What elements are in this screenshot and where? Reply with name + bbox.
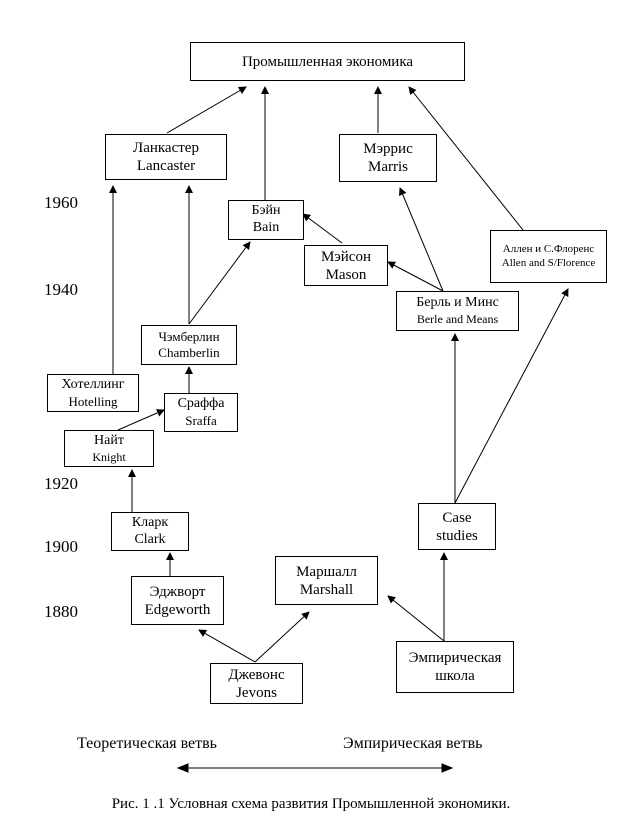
node-allen-florence: Аллен и С.Флоренс Allen and S/Florence (490, 230, 607, 283)
node-sraffa-en: Sraffa (185, 413, 217, 429)
node-knight-ru: Найт (94, 432, 124, 448)
year-label-1940: 1940 (44, 280, 78, 299)
arrow-jevons-marshall (254, 611, 310, 663)
figure-caption: Рис. 1 .1 Условная схема развития Промыш… (111, 796, 511, 812)
node-lancaster-ru: Ланкастер (133, 140, 199, 156)
node-lancaster-en: Lancaster (136, 158, 196, 174)
node-bain-en: Bain (252, 220, 280, 235)
node-mason: Мэйсон Mason (304, 245, 388, 286)
node-sraffa-ru: Сраффа (177, 396, 225, 412)
branch-label-empirical: Эмпирическая ветвь (343, 735, 483, 752)
arrow-berle-marris (399, 187, 444, 292)
node-lancaster: Ланкастер Lancaster (105, 134, 227, 180)
node-berle-means: Берль и Минс Berle and Means (396, 291, 519, 331)
node-marris-ru: Мэррис (363, 141, 413, 157)
node-marshall: Маршалл Marshall (275, 556, 378, 605)
year-label-1920: 1920 (44, 474, 78, 493)
node-mason-ru: Мэйсон (321, 248, 371, 265)
node-marris: Мэррис Marris (339, 134, 437, 182)
node-edgeworth-ru: Эджворт (149, 583, 206, 600)
node-berle-ru: Берль и Минс (416, 295, 499, 311)
branch-label-theoretical: Теоретическая ветвь (77, 735, 217, 752)
node-hotelling-en: Hotelling (68, 393, 118, 409)
arrow-chamberlin-bain (188, 241, 251, 325)
node-chamberlin-en: Chamberlin (158, 345, 220, 360)
node-bain-ru: Бэйн (251, 203, 281, 219)
year-label-1900: 1900 (44, 537, 78, 556)
arrow-mason-bain (302, 213, 343, 244)
node-marshall-ru: Маршалл (296, 563, 357, 580)
node-marshall-en: Marshall (299, 581, 354, 598)
node-hotelling-ru: Хотеллинг (61, 376, 125, 392)
node-jevons-en: Jevons (236, 684, 277, 701)
node-clark: Кларк Clark (111, 512, 189, 551)
node-industrial-economics: Промышленная экономика (190, 42, 465, 81)
node-case-line2: studies (436, 527, 478, 544)
node-knight: Найт Knight (64, 430, 154, 467)
year-label-1960: 1960 (44, 193, 78, 212)
branch-arrowhead-right (441, 763, 454, 773)
node-edgeworth-en: Edgeworth (144, 601, 211, 618)
node-edgeworth: Эджворт Edgeworth (131, 576, 224, 625)
node-case-line1: Case (442, 509, 472, 526)
arrow-berle-mason (387, 261, 444, 292)
node-allen-en: Allen and S/Florence (501, 256, 596, 269)
arrow-lancaster-top (166, 86, 247, 134)
arrow-empirical-marshall (387, 595, 445, 642)
node-empirical-ru-1: Эмпирическая (408, 650, 502, 666)
node-clark-ru: Кларк (131, 514, 169, 530)
node-chamberlin-ru: Чэмберлин (158, 329, 220, 345)
node-clark-en: Clark (134, 531, 166, 547)
node-empirical-ru-2: школа (435, 668, 475, 684)
node-case-studies: Case studies (418, 503, 496, 550)
arrow-allen-top (408, 86, 524, 231)
node-chamberlin: Чэмберлин Chamberlin (141, 325, 237, 365)
arrow-case-allen (454, 288, 569, 504)
node-jevons: Джевонс Jevons (210, 663, 303, 704)
arrow-knight-sraffa (117, 409, 165, 431)
branch-arrowhead-left (176, 763, 189, 773)
node-knight-en: Knight (92, 449, 126, 464)
arrow-jevons-edgeworth (198, 629, 256, 663)
node-jevons-ru: Джевонс (228, 666, 285, 683)
node-mason-en: Mason (325, 266, 367, 283)
node-berle-en: Berle and Means (416, 312, 499, 327)
node-sraffa: Сраффа Sraffa (164, 393, 238, 432)
node-bain: Бэйн Bain (228, 200, 304, 240)
node-industrial-economics-label: Промышленная экономика (241, 53, 414, 70)
node-empirical-school: Эмпирическая школа (396, 641, 514, 693)
node-hotelling: Хотеллинг Hotelling (47, 374, 139, 412)
year-label-1880: 1880 (44, 602, 78, 621)
node-marris-en: Marris (368, 159, 408, 175)
node-allen-ru: Аллен и С.Флоренс (502, 243, 595, 256)
